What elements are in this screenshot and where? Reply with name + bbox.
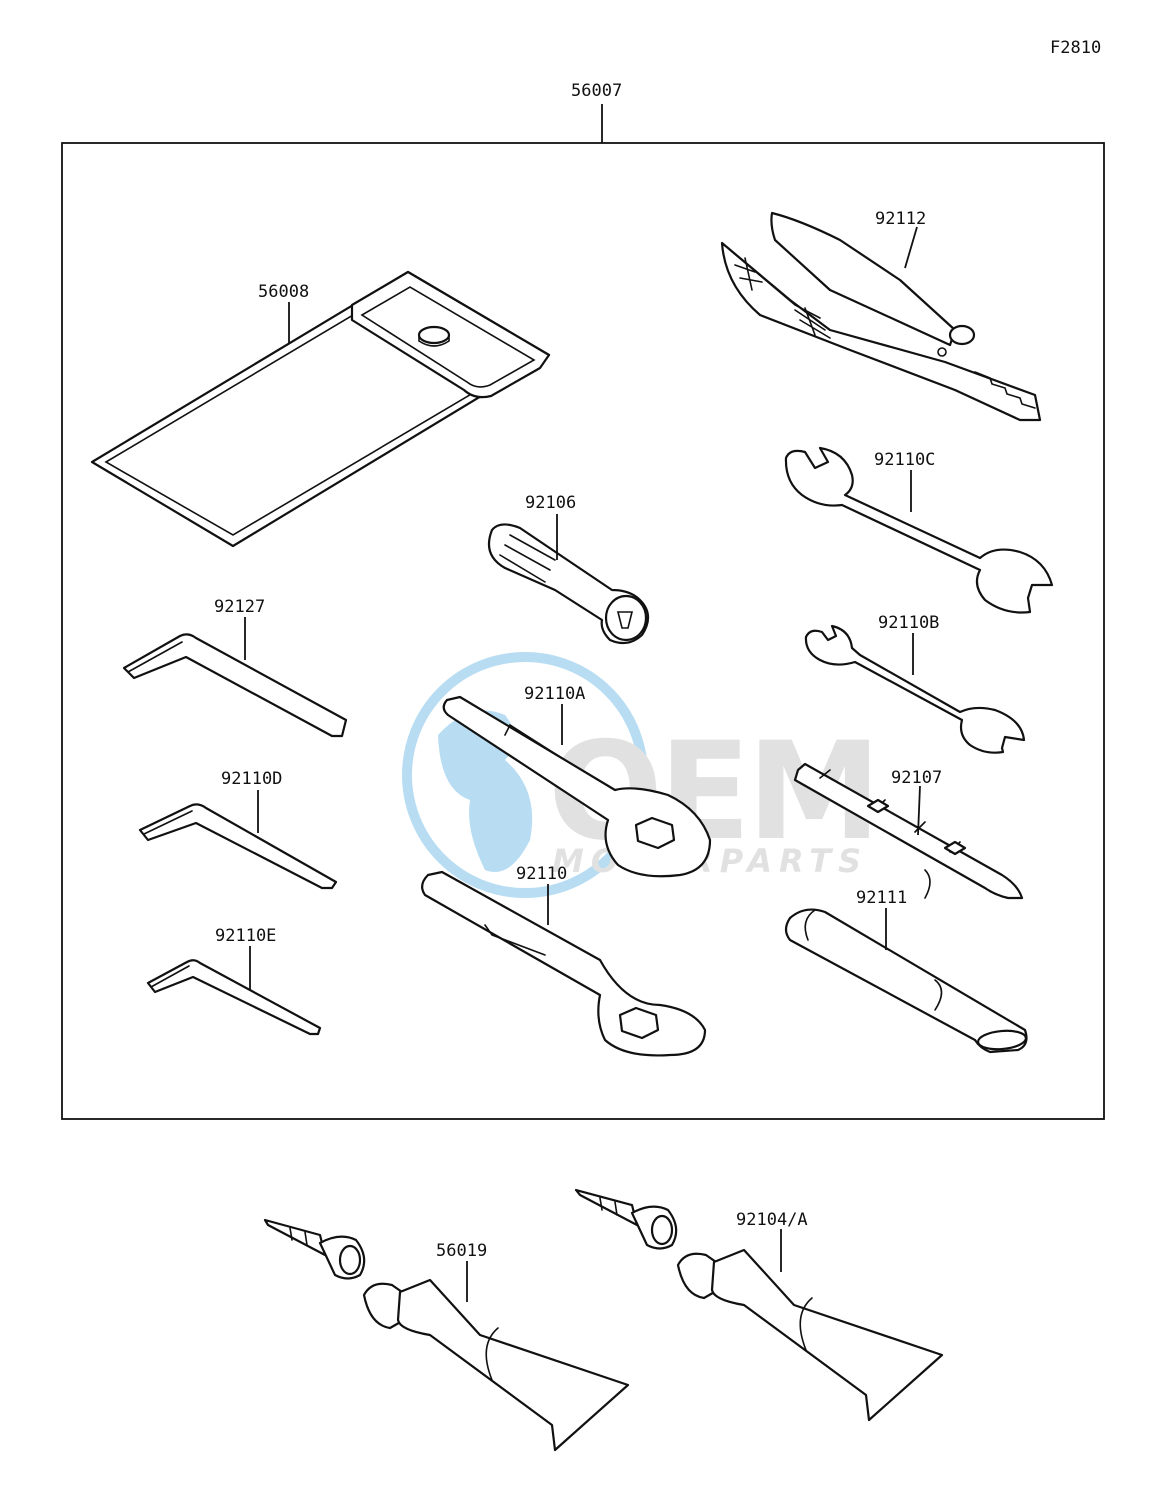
label-92106: 92106 <box>525 493 576 513</box>
ring-wrench-92110a: 92110A <box>442 684 712 878</box>
label-92127: 92127 <box>214 597 265 617</box>
figure-code: F2810 <box>1050 38 1101 58</box>
watermark-globe-icon <box>402 652 648 898</box>
label-56008: 56008 <box>258 282 309 302</box>
label-92110b: 92110B <box>878 613 939 633</box>
hex-key-92127: 92127 <box>122 597 348 738</box>
label-92110d: 92110D <box>221 769 282 789</box>
assembly-label: 56007 <box>571 81 622 101</box>
sealant-tube-92104a: 92104/A <box>574 1188 944 1422</box>
label-92110: 92110 <box>516 864 567 884</box>
label-92111: 92111 <box>856 888 907 908</box>
wrench-92110b: 92110B <box>804 613 1026 754</box>
plug-tool: 92106 <box>487 493 650 645</box>
pliers: 92112 <box>720 209 1042 422</box>
label-92112: 92112 <box>875 209 926 229</box>
label-92110e: 92110E <box>215 926 276 946</box>
hex-key-92110e: 92110E <box>146 926 322 1036</box>
handle-tube: 92111 <box>784 869 1028 1054</box>
tool-case: 56008 <box>90 270 551 548</box>
label-92104a: 92104/A <box>736 1210 808 1230</box>
sealant-tube-56019: 56019 <box>263 1218 630 1452</box>
ring-wrench-92110: 92110 <box>421 864 707 1057</box>
label-56019: 56019 <box>436 1241 487 1261</box>
tool-kit-frame <box>61 142 1105 1120</box>
label-92110a: 92110A <box>524 684 585 704</box>
screwdriver: 92107 <box>793 762 1024 900</box>
hex-key-92110d: 92110D <box>138 769 338 890</box>
wrench-92110c: 92110C <box>784 446 1054 614</box>
label-92107: 92107 <box>891 768 942 788</box>
label-92110c: 92110C <box>874 450 935 470</box>
